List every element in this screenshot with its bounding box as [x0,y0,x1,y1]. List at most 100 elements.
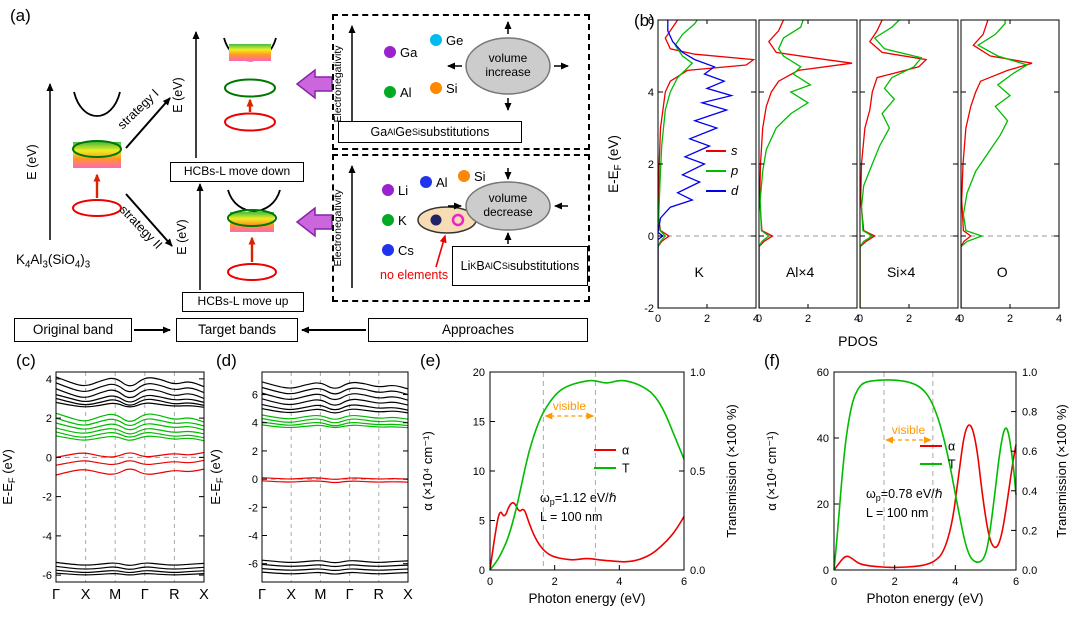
pdos-y-tick: 2 [648,159,654,171]
kpoint-label-5: X [403,587,413,603]
pdos-x-tick: 0 [756,313,762,325]
band-curve [262,424,408,429]
bands-y-tick: -2 [42,492,52,504]
hcb-ellipse-left [72,140,122,158]
hcb-ellipse-bottom [227,209,277,227]
pdos-x-tick: 0 [958,313,964,325]
hcb-ellipse-top [224,78,276,98]
pdos-x-tick: 4 [1056,313,1062,325]
bands-y-tick: -6 [248,559,258,571]
pdos-y-tick: 6 [648,15,654,27]
pdos-x-tick: 2 [1007,313,1013,325]
pdos-frame [657,19,757,309]
right-y-tick: 0.6 [1022,446,1037,458]
dot-Cs [382,244,394,256]
strategy2-arrow [125,193,173,247]
left-y-tick: 20 [473,367,485,379]
vb-ellipse-left [72,199,122,217]
band-curve [262,563,408,568]
panel-b-tag: (b) [634,11,655,30]
kpoint-label-3: Γ [346,587,354,603]
right-y-tick: 0.8 [1022,407,1037,419]
strategy1-arrow [125,97,171,149]
right-y-tick: 0.4 [1022,486,1037,498]
no-elements-arrow [435,234,447,268]
pdos-x-tick: 0 [857,313,863,325]
band-curve [56,451,204,458]
pdos-y-tick: 4 [648,87,654,99]
hcbs-move-up-box: HCBs-L move up [182,292,304,312]
dot-Si-bottom-label: Si [474,169,486,184]
pdos-x-axis-label: PDOS [838,333,878,349]
visible-label: visible [553,399,587,413]
pdos-curve-O-p [961,20,1029,308]
dot-Li-label: Li [398,183,408,198]
band-curve [262,414,408,420]
left-y-axis-label: α (×10⁴ cm⁻¹) [764,431,779,511]
annotation-0: ωp=0.78 eV/ℏ [866,487,943,503]
x-axis-label: Photon energy (eV) [866,591,983,606]
kpoint-label-4: R [169,587,179,603]
visible-label: visible [892,423,926,437]
band-curve [56,394,204,403]
substitution-strategy-box-top [332,14,590,150]
annotation-0: ωp=1.12 eV/ℏ [540,491,617,507]
annotation-1: L = 100 nm [866,506,928,520]
band-curve [56,459,204,466]
band-curve [262,571,408,575]
band-curve [56,435,204,442]
band-curve [262,403,408,411]
panel-tag: (d) [216,351,237,370]
dot-Ge-label: Ge [446,33,463,48]
vb-ellipse-bottom [227,263,277,281]
bands-y-tick: -4 [248,530,258,542]
kpoint-label-0: Γ [258,587,266,603]
pdos-element-label-2: Si×4 [887,264,916,280]
dot-Ga-label: Ga [400,45,418,60]
band-curve [56,388,204,400]
dot-K-label: K [398,213,407,228]
right-y-tick: 1.0 [1022,367,1037,379]
pdos-curve-Si×4-s [860,20,928,308]
band-curve [262,417,408,424]
pdos-y-tick: 0 [648,231,654,243]
energy-axis-top-label: E (eV) [171,77,185,112]
right-y-tick: 0.0 [690,565,705,577]
kpoint-label-3: Γ [141,587,149,603]
right-y-tick: 0.0 [1022,565,1037,577]
left-y-tick: 0 [823,565,829,577]
x-tick: 0 [831,576,837,588]
panel-a-tag: (a) [10,6,31,25]
x-tick: 2 [892,576,898,588]
band-curve [56,431,204,439]
pdos-x-tick: 0 [655,313,661,325]
pdos-curve-K-d [658,20,734,308]
bands-y-tick: 2 [46,413,52,425]
pdos-curve-K-s [658,20,756,308]
left-y-tick: 20 [817,499,829,511]
band-curve [56,561,204,566]
left-y-tick: 40 [817,433,829,445]
right-y-tick: 0.5 [690,466,705,478]
band-curve [56,401,204,408]
pdos-x-tick: 4 [955,313,961,325]
energy-axis-bottom-label: E (eV) [175,219,189,254]
approaches-box: Approaches [368,318,588,342]
visible-arrowhead-left [885,436,894,444]
dot-Si-bottom [458,170,470,182]
left-y-axis-label: α (×10⁴ cm⁻¹) [420,431,435,511]
compound-label: K4Al3(SiO4)3 [16,252,91,271]
hcb-gradient-bottom [230,212,274,232]
left-y-tick: 10 [473,466,485,478]
band-curve [56,382,204,394]
band-curve [262,381,408,390]
bands-frame [261,371,409,583]
no-elements-label: no elements [380,268,449,282]
curve-T [833,379,1017,571]
substitution-strategy-box-bottom [332,154,590,302]
bands-y-tick: -4 [42,531,52,543]
band-curve [56,468,204,476]
